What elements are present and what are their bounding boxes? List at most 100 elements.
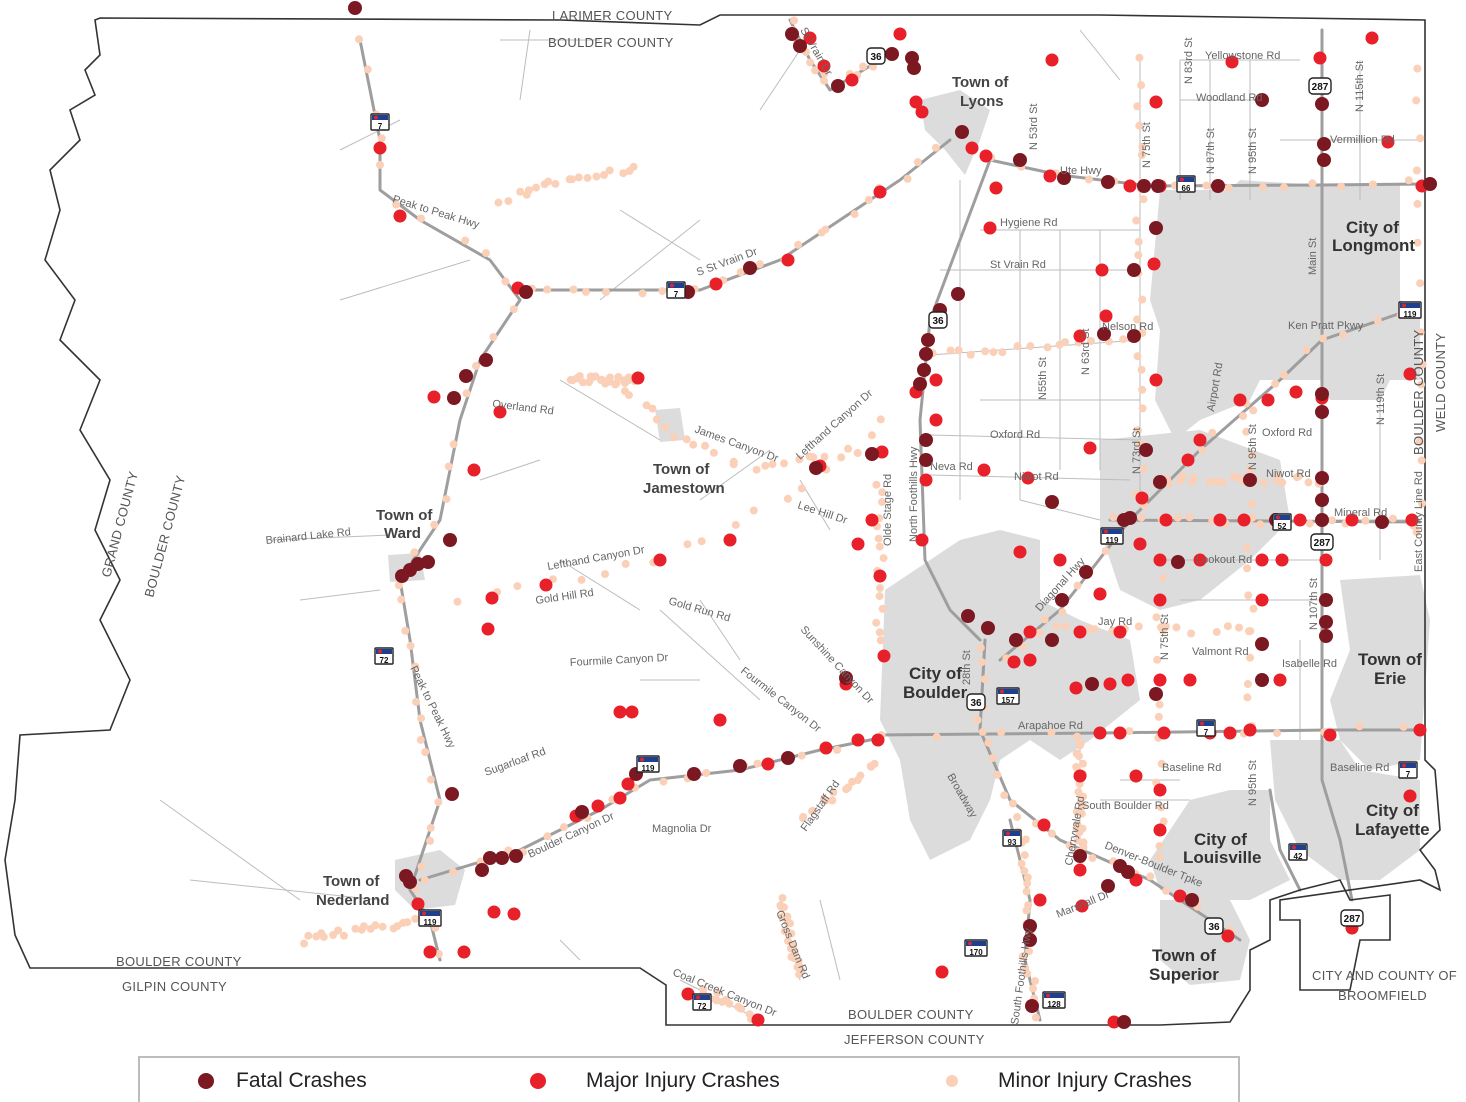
minor-crash-dot xyxy=(1109,513,1118,522)
minor-crash-dot xyxy=(1134,237,1143,246)
minor-crash-dot xyxy=(377,134,386,143)
minor-crash-dot xyxy=(1157,803,1165,812)
major-crash-dot xyxy=(935,965,949,979)
minor-crash-dot xyxy=(1135,121,1144,130)
major-crash-dot xyxy=(1113,726,1127,740)
major-crash-dot xyxy=(393,209,407,223)
major-crash-dot xyxy=(1023,625,1037,639)
legend-major: Major Injury Crashes xyxy=(530,1066,780,1096)
minor-crash-dot xyxy=(426,823,435,832)
minor-crash-dot xyxy=(1373,316,1382,325)
minor-crash-dot xyxy=(1361,516,1370,525)
fatal-crash-dot xyxy=(1319,593,1333,607)
road-label-n87: N 87th St xyxy=(1205,128,1217,174)
minor-crash-dot xyxy=(1368,180,1377,189)
minor-crash-dot xyxy=(1090,625,1099,634)
major-crash-dot xyxy=(1107,1015,1121,1029)
minor-crash-dot xyxy=(1158,574,1167,582)
major-crash-dot xyxy=(929,373,943,387)
minor-crash-dot xyxy=(411,914,420,923)
shield-number: 36 xyxy=(970,698,982,709)
fatal-crash-dot xyxy=(443,533,457,547)
minor-crash-dot xyxy=(1418,360,1427,369)
minor-crash-dot xyxy=(442,495,451,504)
minor-crash-dot xyxy=(820,452,829,461)
minor-crash-dot xyxy=(1138,385,1147,394)
fatal-crash-dot xyxy=(785,27,799,41)
shield-number: 52 xyxy=(1278,522,1287,531)
road-label-fourmile: Fourmile Canyon Dr xyxy=(570,652,669,669)
minor-crash-dot xyxy=(1159,817,1168,826)
minor-crash-dot xyxy=(417,214,425,223)
minor-crash-dot xyxy=(624,391,633,400)
label-superior-1: Town of xyxy=(1152,946,1216,965)
minor-crash-dot xyxy=(355,35,363,44)
fatal-crash-dot xyxy=(1013,153,1027,167)
major-crash-dot xyxy=(1129,769,1143,783)
minor-crash-dot xyxy=(777,912,786,921)
minor-crash-dot xyxy=(878,488,887,497)
label-superior-2: Superior xyxy=(1149,965,1219,984)
major-crash-dot xyxy=(1093,726,1107,740)
major-crash-dot xyxy=(989,181,1003,195)
fatal-crash-dot xyxy=(919,433,933,447)
minor-crash-dot xyxy=(729,460,738,469)
major-crash-dot xyxy=(819,741,833,755)
minor-crash-dot xyxy=(780,459,788,468)
minor-crash-dot xyxy=(1416,134,1425,143)
major-crash-dot xyxy=(1149,373,1163,387)
minor-crash-dot xyxy=(697,537,706,546)
urban-jamestown xyxy=(655,408,685,442)
minor-crash-dot xyxy=(1212,628,1221,636)
road-label-olde-stage: Olde Stage Rd xyxy=(882,474,894,546)
major-crash-dot xyxy=(919,473,933,487)
major-crash-dot xyxy=(1023,653,1037,667)
minor-crash-dot xyxy=(976,643,985,652)
minor-crash-dot xyxy=(417,862,426,871)
road-label-n73: N 73rd St xyxy=(1131,428,1143,474)
minor-crash-dot xyxy=(1389,514,1397,523)
label-broomfield-1: CITY AND COUNTY OF xyxy=(1312,968,1457,983)
major-crash-dot xyxy=(723,533,737,547)
fatal-crash-dot xyxy=(1097,327,1111,341)
minor-crash-dot xyxy=(1355,722,1364,731)
minor-crash-dot xyxy=(1256,520,1265,529)
minor-crash-dot xyxy=(661,423,669,432)
minor-crash-dot xyxy=(1339,330,1348,339)
minor-crash-dot xyxy=(1013,342,1022,351)
major-crash-dot xyxy=(1221,929,1235,943)
minor-crash-dot xyxy=(1305,519,1314,528)
minor-crash-dot xyxy=(359,922,368,931)
shield-number: 287 xyxy=(1314,538,1331,549)
minor-crash-dot xyxy=(1208,428,1217,437)
fatal-crash-dot xyxy=(1315,493,1329,507)
fatal-crash-dot xyxy=(445,787,459,801)
minor-crash-dot xyxy=(783,494,792,503)
minor-crash-dot xyxy=(1304,478,1313,487)
minor-crash-dot xyxy=(1404,176,1413,185)
minor-crash-dot xyxy=(605,166,614,175)
fatal-crash-dot xyxy=(1423,177,1437,191)
major-crash-dot xyxy=(915,533,929,547)
fatal-crash-dot xyxy=(1315,97,1329,111)
minor-crash-dot xyxy=(1018,952,1027,961)
minor-crash-dot xyxy=(1031,1013,1040,1022)
minor-crash-dot xyxy=(566,375,575,384)
minor-crash-dot xyxy=(1134,622,1143,631)
fatal-crash-dot xyxy=(1137,179,1151,193)
fatal-crash-dot xyxy=(1315,471,1329,485)
fatal-crash-dot xyxy=(907,61,921,75)
major-crash-dot xyxy=(1153,783,1167,797)
label-boulder-county-north: BOULDER COUNTY xyxy=(548,35,674,50)
minor-crash-dot xyxy=(1026,342,1035,351)
minor-road-network xyxy=(159,29,1420,1021)
state-highway-shield-icon: 157 xyxy=(996,687,1020,705)
minor-crash-dot xyxy=(993,770,1002,779)
minor-crash-dot xyxy=(778,894,787,902)
major-crash-dot xyxy=(877,649,891,663)
shield-number: 36 xyxy=(870,52,882,63)
major-crash-dot xyxy=(1403,789,1417,803)
minor-crash-dot xyxy=(532,183,540,192)
minor-crash-dot xyxy=(752,465,761,474)
minor-crash-dot xyxy=(1418,499,1427,508)
